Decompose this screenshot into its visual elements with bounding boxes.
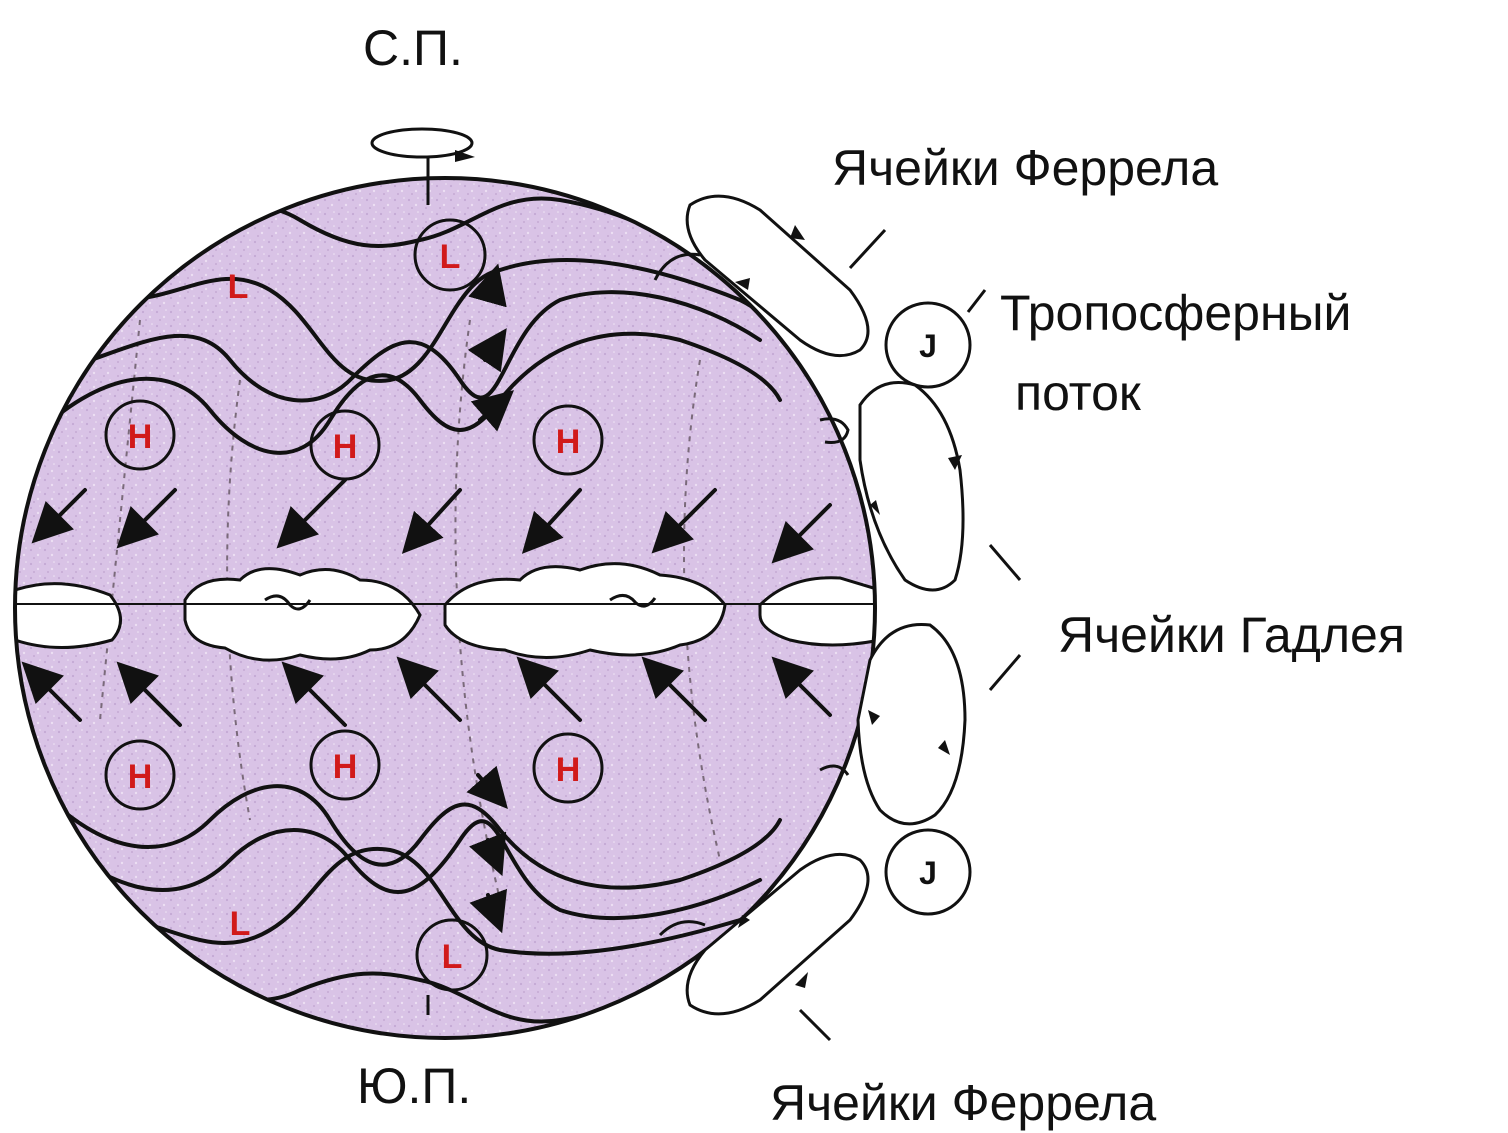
jet-label: J <box>919 328 937 364</box>
high-label: H <box>333 428 358 466</box>
high-label: H <box>556 751 581 789</box>
high-label: H <box>556 423 581 461</box>
ferrel-cells-top-label: Ячейки Феррела <box>832 140 1218 196</box>
low-label: L <box>230 905 251 943</box>
low-label: L <box>442 938 463 976</box>
hadley-cell-top <box>860 383 963 591</box>
hadley-cell-bottom <box>858 624 965 823</box>
north-pole-label: С.П. <box>363 20 463 76</box>
ferrel-cells-bottom-label: Ячейки Феррела <box>770 1075 1156 1131</box>
hadley-cells-label: Ячейки Гадлея <box>1058 607 1405 663</box>
jet-stream-label-line2: поток <box>1015 365 1142 421</box>
high-label: H <box>128 758 153 796</box>
cloud-left <box>15 584 121 648</box>
low-pressure-3: L <box>230 905 251 943</box>
low-pressure-2: L <box>228 268 249 306</box>
jet-stream-label-line1: Тропосферный <box>1000 285 1351 341</box>
low-label: L <box>228 268 249 306</box>
south-pole-label: Ю.П. <box>357 1058 471 1114</box>
high-label: H <box>333 748 358 786</box>
high-label: H <box>128 418 153 456</box>
low-label: L <box>440 238 461 276</box>
jet-label: J <box>919 855 937 891</box>
